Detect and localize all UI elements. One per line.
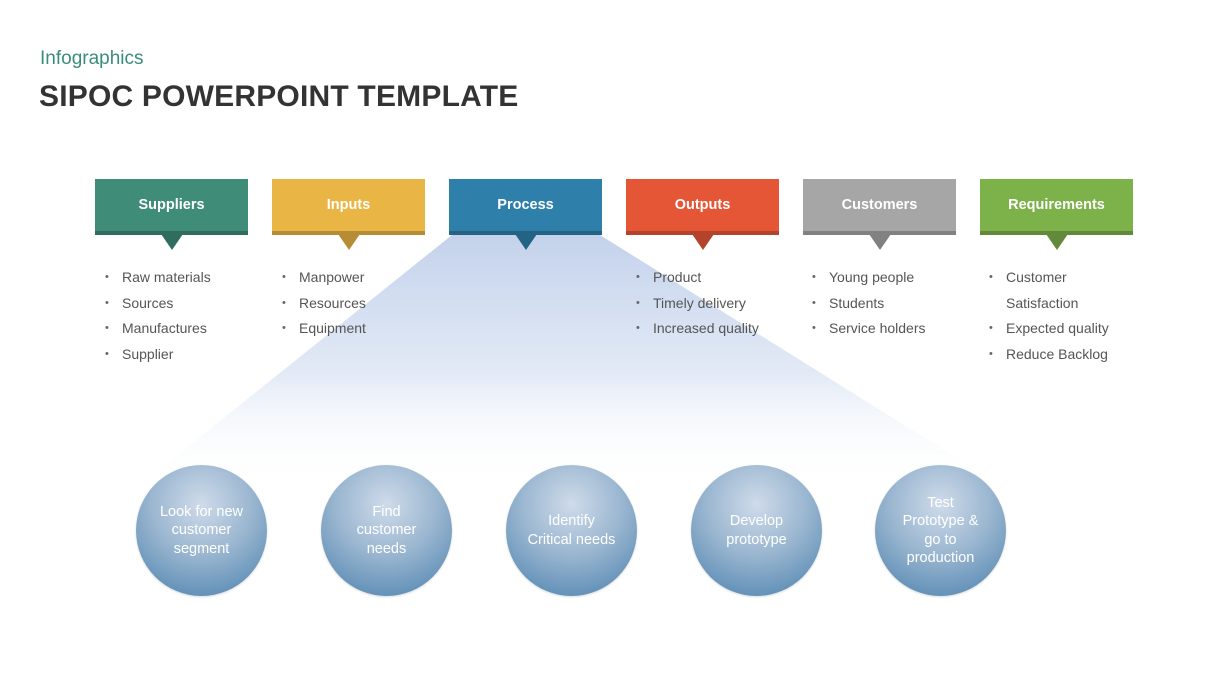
process-step-circle: Identify Critical needs: [506, 465, 637, 596]
header-outputs-box: Outputs: [626, 179, 779, 231]
list-item: Manufactures: [105, 316, 255, 342]
process-step-label: Develop prototype: [726, 513, 787, 548]
header-requirements-bar: [980, 231, 1133, 235]
requirements-list: Customer Satisfaction Expected quality R…: [989, 265, 1129, 367]
list-item: Product: [636, 265, 786, 291]
header-inputs: Inputs: [272, 179, 425, 250]
suppliers-list: Raw materials Sources Manufactures Suppl…: [105, 265, 255, 367]
header-process-box: Process: [449, 179, 602, 231]
funnel-shape: [140, 235, 1000, 485]
process-step-label: Test Prototype & go to production: [902, 494, 979, 567]
header-process-pointer: [515, 234, 537, 250]
inputs-list: Manpower Resources Equipment: [282, 265, 432, 342]
process-step-label: Look for new customer segment: [159, 503, 244, 557]
list-item: Manpower: [282, 265, 432, 291]
list-item: Service holders: [812, 316, 962, 342]
header-customers-pointer: [869, 234, 891, 250]
list-item: Raw materials: [105, 265, 255, 291]
header-inputs-box: Inputs: [272, 179, 425, 231]
process-step-circle: Develop prototype: [691, 465, 822, 596]
header-outputs: Outputs: [626, 179, 779, 250]
header-outputs-pointer: [692, 234, 714, 250]
header-customers: Customers: [803, 179, 956, 250]
list-item: Increased quality: [636, 316, 786, 342]
header-suppliers: Suppliers: [95, 179, 248, 250]
process-step-label: Find customer needs: [356, 503, 417, 557]
process-step-circle: Look for new customer segment: [136, 465, 267, 596]
process-step-label: Identify Critical needs: [527, 513, 616, 548]
header-process-bar: [449, 231, 602, 235]
list-item: Customer Satisfaction: [989, 265, 1129, 316]
header-requirements-box: Requirements: [980, 179, 1133, 231]
list-item: Equipment: [282, 316, 432, 342]
subtitle: Infographics: [40, 48, 144, 69]
list-item: Sources: [105, 291, 255, 317]
process-step-circle: Test Prototype & go to production: [875, 465, 1006, 596]
header-inputs-pointer: [338, 234, 360, 250]
header-requirements: Requirements: [980, 179, 1133, 250]
header-suppliers-box: Suppliers: [95, 179, 248, 231]
list-item: Expected quality: [989, 316, 1129, 342]
customers-list: Young people Students Service holders: [812, 265, 962, 342]
header-process: Process: [449, 179, 602, 250]
header-customers-box: Customers: [803, 179, 956, 231]
header-suppliers-pointer: [161, 234, 183, 250]
page-title: SIPOC POWERPOINT TEMPLATE: [39, 80, 519, 113]
list-item: Supplier: [105, 342, 255, 368]
process-step-circle: Find customer needs: [321, 465, 452, 596]
header-requirements-pointer: [1046, 234, 1068, 250]
list-item: Students: [812, 291, 962, 317]
list-item: Resources: [282, 291, 432, 317]
header-outputs-bar: [626, 231, 779, 235]
header-customers-bar: [803, 231, 956, 235]
list-item: Young people: [812, 265, 962, 291]
list-item: Reduce Backlog: [989, 342, 1129, 368]
header-inputs-bar: [272, 231, 425, 235]
header-suppliers-bar: [95, 231, 248, 235]
outputs-list: Product Timely delivery Increased qualit…: [636, 265, 786, 342]
list-item: Timely delivery: [636, 291, 786, 317]
